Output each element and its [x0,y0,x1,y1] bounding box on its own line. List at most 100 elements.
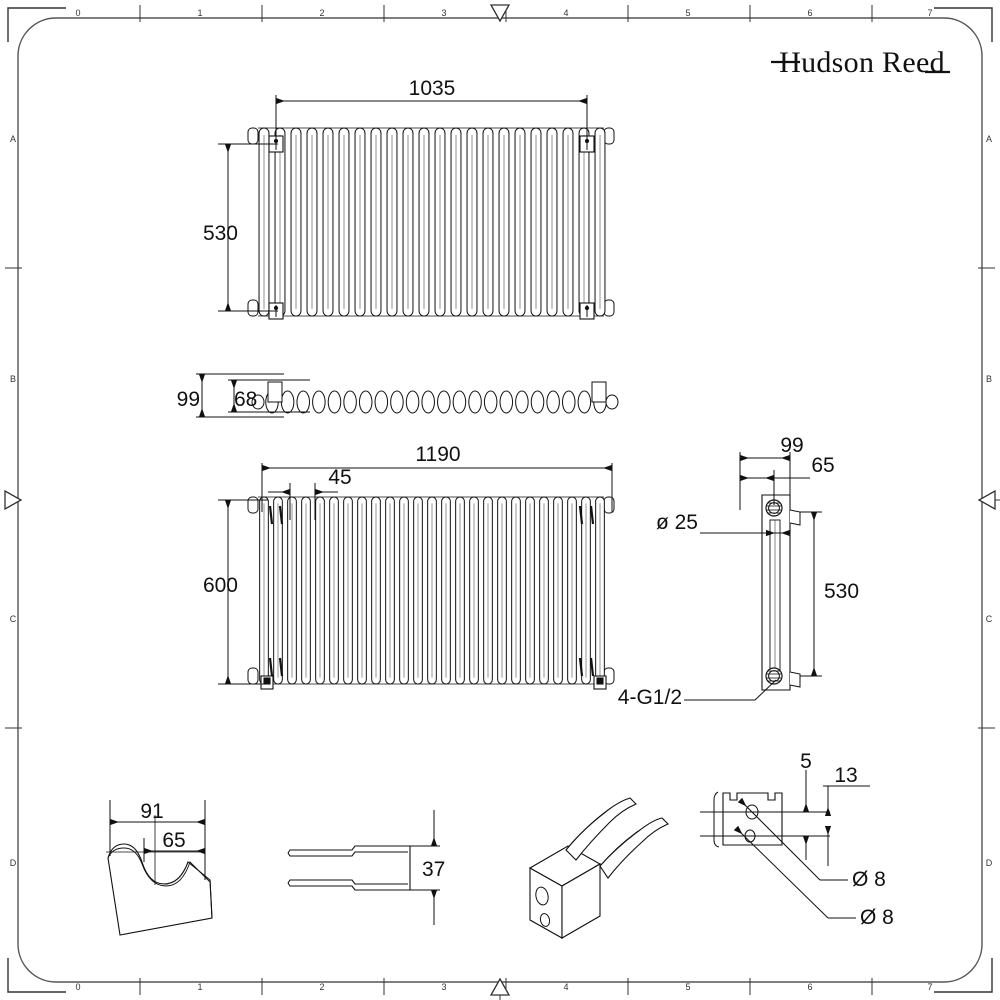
radiator-column [562,390,576,414]
zone-label-right-d: D [986,858,993,868]
zone-ruler-right [978,267,995,729]
zone-label-bottom-5: 5 [685,982,690,992]
brand-logo-text: Hudson Reed [779,46,945,79]
zone-labels-bottom: 0 1 2 3 4 5 6 7 [75,982,932,992]
zone-label-right-b: B [986,374,992,384]
dimension-height-600 [218,499,268,685]
zone-label-bottom-6: 6 [807,982,812,992]
dimension-label-13: 13 [834,764,857,787]
bracket-plan-view [287,845,411,891]
zone-label-bottom-2: 2 [319,982,324,992]
radiator-column [483,390,498,414]
radiator-column [577,390,592,414]
dimension-label-5: 5 [800,750,812,773]
dimension-label-530-upper: 530 [203,222,238,245]
dimension-offset-65 [739,470,810,510]
dimension-width-1035 [275,95,588,145]
dimension-label-dia25: ø 25 [656,511,698,534]
radiator-column [374,390,389,414]
radiator-column [312,390,326,414]
center-mark-bottom-icon [489,977,511,1000]
zone-label-top-3: 3 [441,8,446,18]
leader-hole-dia-8-lower [733,825,856,919]
zone-labels-right: A B C D [986,134,993,868]
dimension-detail-5 [700,770,830,860]
zone-label-right-a: A [986,134,992,144]
zone-label-left-b: B [10,374,16,384]
radiator-column [437,390,451,414]
zone-label-bottom-1: 1 [197,982,202,992]
dimension-pitch-45 [268,483,338,520]
dimension-label-37: 37 [422,858,445,881]
dimension-depth-68-plan [228,379,310,413]
zone-ruler-left [5,267,22,729]
radiator-side-section [761,494,801,691]
radiator-column [343,390,357,414]
radiator-column [546,390,560,414]
radiator-column [327,390,342,414]
radiator-column [499,390,514,414]
zone-label-left-a: A [10,134,16,144]
radiator-column [390,390,404,414]
dimension-label-65-bracket: 65 [162,829,185,852]
dimension-label-68-plan: 68 [234,388,257,411]
center-mark-left-icon [4,489,23,511]
callout-label-4-g12: 4-G1/2 [618,686,682,709]
zone-label-bottom-4: 4 [563,982,568,992]
zone-ruler-bottom [139,978,873,995]
zone-label-right-c: C [986,614,993,624]
bracket-marker [260,675,607,690]
radiator-column [358,390,373,414]
radiator-plan-view [251,381,619,414]
bracket-iso-holes [535,886,551,927]
zone-label-top-1: 1 [197,8,202,18]
dimension-depth-99-plan [196,373,284,418]
dimension-bracket-37 [410,810,440,925]
dimension-detail-13 [823,785,870,866]
radiator-front-elevation-lower [247,496,615,690]
dimension-label-65-side: 65 [811,454,834,477]
corner-registration-marks [7,7,993,993]
bracket-front-view [107,843,213,936]
radiator-column [530,390,545,414]
radiator-column [296,390,310,414]
radiator-column [515,390,529,414]
radiator-column [280,390,295,414]
zone-label-left-d: D [10,858,17,868]
dimension-height-530 [218,143,278,312]
zone-label-bottom-0: 0 [75,982,80,992]
radiator-column [468,390,482,414]
dimension-label-1190: 1190 [415,443,460,466]
radiator-column [421,390,435,414]
zone-label-top-5: 5 [685,8,690,18]
dimension-height-530-side [800,511,822,677]
dimension-label-99-plan: 99 [177,388,200,411]
radiator-column [452,390,467,414]
zone-label-bottom-3: 3 [441,982,446,992]
radiator-front-elevation-upper [247,127,615,320]
center-mark-right-icon [977,489,1000,511]
zone-label-left-c: C [10,614,17,624]
dimension-label-600: 600 [203,574,238,597]
zone-label-top-6: 6 [807,8,812,18]
zone-labels-left: A B C D [10,134,17,868]
dimension-width-1190 [261,463,613,512]
dimension-label-dia8-upper: Ø 8 [852,868,886,891]
bracket-isometric-view [528,797,669,939]
dimension-label-dia8-lower: Ø 8 [860,906,894,929]
zone-label-top-0: 0 [75,8,80,18]
radiator-column [405,390,420,414]
zone-labels-top: 0 1 2 3 4 5 6 7 [75,8,932,18]
dimension-bracket-65 [143,838,206,862]
dimension-label-530-side: 530 [824,580,859,603]
brand-logo: Hudson Reed [771,46,950,79]
zone-label-top-4: 4 [563,8,568,18]
dimension-label-45: 45 [328,466,351,489]
leader-hole-dia-8-upper [737,797,848,881]
zone-label-bottom-7: 7 [927,982,932,992]
dimension-label-1035: 1035 [409,77,456,100]
zone-label-top-2: 2 [319,8,324,18]
zone-ruler-top [139,5,873,22]
